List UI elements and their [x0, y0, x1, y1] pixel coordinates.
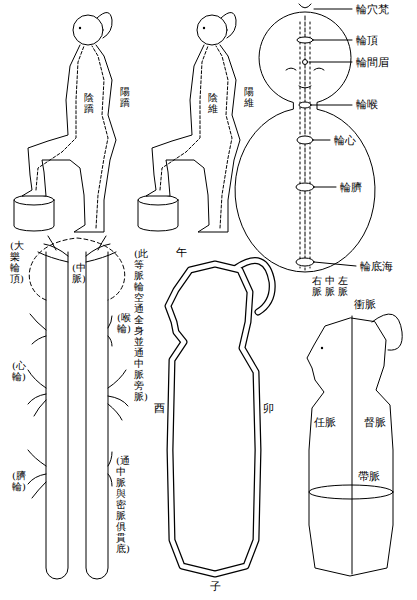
- channel-label: 中脈: [325, 275, 335, 297]
- channel-label: 任脈: [314, 416, 336, 429]
- chakra-label: 輪底海: [360, 260, 393, 273]
- chakra-label: 輪心: [334, 134, 356, 147]
- crown-aperture: [299, 4, 311, 8]
- body-outline: [22, 45, 116, 232]
- leader-line: [314, 187, 336, 188]
- channel-label: (中脈): [72, 262, 82, 284]
- chakra-label: 輪喉: [356, 98, 378, 111]
- leader-line: [313, 140, 330, 141]
- left-channel: [300, 22, 301, 268]
- standing-figure: [14, 12, 116, 232]
- leader-line: [311, 105, 352, 106]
- body-outline: [307, 318, 393, 576]
- direction-label: 子: [210, 580, 221, 593]
- branch: [28, 370, 128, 420]
- right-channel: [310, 22, 311, 268]
- chakra: [303, 60, 308, 65]
- mouth: [299, 86, 311, 88]
- body-outline-outer: [168, 264, 258, 574]
- ponytail: [372, 314, 402, 350]
- leader-line: [314, 9, 352, 10]
- branch: [30, 314, 112, 346]
- direction-label: 酉: [154, 402, 165, 415]
- channel-label: 帶脈: [358, 470, 380, 483]
- gourd-outline: [235, 12, 375, 272]
- channel-label: 陽維: [244, 86, 254, 108]
- channel-tube: [86, 252, 108, 579]
- direction-label: 午: [176, 246, 187, 259]
- chakra: [297, 37, 313, 43]
- crown-outline: [29, 238, 124, 300]
- chakra: [299, 102, 311, 108]
- chakra: [296, 183, 314, 191]
- branch: [38, 236, 116, 262]
- standing-figure: [138, 12, 240, 232]
- eye: [321, 347, 323, 349]
- chakra-label: 輪頂: [356, 34, 378, 47]
- channel-label: 陰維: [208, 92, 218, 114]
- leader-line: [309, 62, 352, 63]
- chakra-note: (大樂輪頂): [10, 240, 20, 284]
- note-text: (通中脈與密脈俱貫底): [116, 455, 126, 554]
- central-channel: [352, 316, 353, 574]
- leader-line: [313, 40, 352, 41]
- body-outline-inner: [168, 264, 258, 574]
- chakra-label: 輪臍: [340, 181, 362, 194]
- note-text: (此等脈輪空通全身並通中脈旁脈): [134, 248, 144, 402]
- channel-label: 陰蹻: [84, 92, 94, 114]
- channel-label: 衝脈: [354, 298, 376, 311]
- head: [73, 15, 103, 45]
- channel-label: 陽蹻: [120, 86, 130, 108]
- front-channel: [36, 46, 84, 190]
- chakra-note: (心輪): [12, 360, 22, 382]
- channel-label: 右脈: [312, 275, 322, 297]
- chakra-label: 輪間眉: [356, 56, 389, 69]
- channel-label: 左脈: [338, 275, 348, 297]
- ponytail-inner: [236, 261, 272, 312]
- chakra-label: 輪穴梵: [356, 3, 389, 16]
- back-channel: [92, 46, 108, 228]
- chakra-note: (喉輪): [117, 312, 127, 334]
- direction-label: 卯: [263, 402, 274, 415]
- chakra: [296, 258, 314, 266]
- eye: [314, 68, 324, 70]
- belt-channel: [309, 485, 393, 499]
- eye: [79, 27, 81, 29]
- chakra: [297, 136, 313, 144]
- branch: [28, 450, 112, 498]
- eye: [286, 68, 296, 70]
- chakra-note: (臍輪): [12, 470, 22, 492]
- leader-line: [314, 262, 356, 266]
- channel-label: 督脈: [364, 416, 386, 429]
- channel-tube: [46, 252, 68, 579]
